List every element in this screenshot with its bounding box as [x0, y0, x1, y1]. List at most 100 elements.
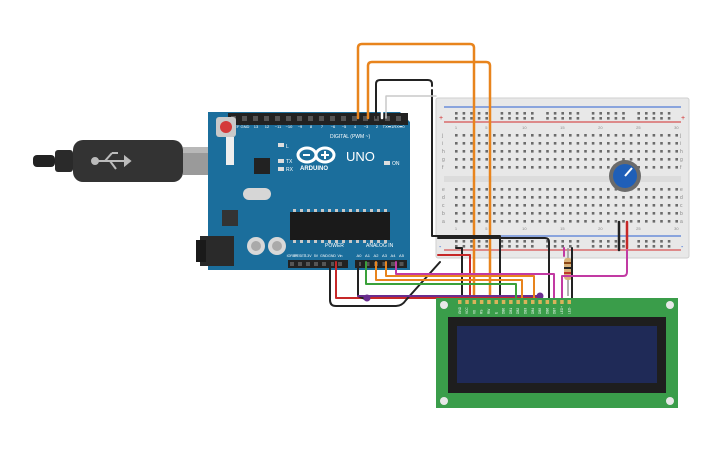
terminal-hole[interactable] [515, 158, 519, 161]
terminal-hole[interactable] [667, 188, 671, 191]
terminal-hole[interactable] [470, 212, 473, 215]
rail-hole[interactable] [607, 245, 610, 248]
terminal-hole[interactable] [485, 196, 488, 199]
terminal-hole[interactable] [637, 158, 640, 161]
wire-white[interactable] [380, 86, 438, 120]
terminal-hole[interactable] [599, 142, 602, 145]
terminal-hole[interactable] [553, 142, 557, 145]
terminal-hole[interactable] [652, 134, 656, 137]
terminal-hole[interactable] [477, 150, 481, 153]
terminal-hole[interactable] [553, 196, 557, 199]
rail-hole[interactable] [553, 117, 557, 120]
terminal-hole[interactable] [667, 134, 671, 137]
rail-hole[interactable] [652, 240, 656, 243]
rail-hole[interactable] [523, 245, 526, 248]
reset-button-icon[interactable] [220, 121, 232, 133]
rail-hole[interactable] [660, 245, 663, 248]
terminal-hole[interactable] [546, 212, 549, 215]
terminal-hole[interactable] [523, 204, 526, 207]
terminal-hole[interactable] [500, 212, 504, 215]
analog-header[interactable] [355, 260, 407, 268]
power-pin-hole[interactable] [298, 262, 302, 266]
terminal-hole[interactable] [599, 188, 602, 191]
terminal-hole[interactable] [508, 196, 511, 199]
terminal-hole[interactable] [561, 150, 564, 153]
terminal-hole[interactable] [629, 196, 633, 199]
terminal-hole[interactable] [591, 220, 595, 223]
terminal-hole[interactable] [607, 196, 610, 199]
terminal-hole[interactable] [508, 204, 511, 207]
terminal-hole[interactable] [523, 142, 526, 145]
terminal-hole[interactable] [569, 220, 572, 223]
terminal-hole[interactable] [675, 142, 678, 145]
terminal-hole[interactable] [477, 188, 481, 191]
terminal-hole[interactable] [660, 134, 663, 137]
rail-hole[interactable] [599, 117, 602, 120]
rail-hole[interactable] [508, 117, 511, 120]
terminal-hole[interactable] [561, 158, 564, 161]
rail-hole[interactable] [576, 112, 580, 115]
terminal-hole[interactable] [584, 134, 587, 137]
terminal-hole[interactable] [584, 150, 587, 153]
terminal-hole[interactable] [500, 134, 504, 137]
rail-hole[interactable] [531, 117, 534, 120]
analog-pin-hole[interactable] [365, 262, 370, 266]
terminal-hole[interactable] [660, 188, 663, 191]
analog-pin-hole[interactable] [391, 262, 395, 266]
lcd-pin[interactable] [509, 300, 513, 304]
terminal-hole[interactable] [523, 188, 526, 191]
rail-hole[interactable] [607, 112, 610, 115]
terminal-hole[interactable] [622, 150, 625, 153]
terminal-hole[interactable] [538, 158, 542, 161]
terminal-hole[interactable] [645, 142, 648, 145]
terminal-hole[interactable] [607, 166, 610, 169]
terminal-hole[interactable] [599, 204, 602, 207]
terminal-hole[interactable] [500, 204, 504, 207]
rail-hole[interactable] [614, 240, 618, 243]
rail-hole[interactable] [637, 117, 640, 120]
terminal-hole[interactable] [660, 150, 663, 153]
power-pin-hole[interactable] [314, 262, 318, 266]
rail-hole[interactable] [637, 245, 640, 248]
terminal-hole[interactable] [622, 204, 625, 207]
terminal-hole[interactable] [607, 204, 610, 207]
digital-pin-hole[interactable] [396, 116, 401, 121]
rail-hole[interactable] [667, 117, 671, 120]
rail-hole[interactable] [622, 245, 625, 248]
terminal-hole[interactable] [485, 188, 488, 191]
terminal-hole[interactable] [493, 204, 496, 207]
terminal-hole[interactable] [637, 142, 640, 145]
rail-hole[interactable] [599, 112, 602, 115]
terminal-hole[interactable] [553, 188, 557, 191]
lcd-pin[interactable] [523, 300, 528, 304]
terminal-hole[interactable] [675, 188, 678, 191]
terminal-hole[interactable] [660, 220, 663, 223]
terminal-hole[interactable] [637, 196, 640, 199]
power-pin-hole[interactable] [322, 262, 326, 266]
terminal-hole[interactable] [660, 166, 663, 169]
terminal-hole[interactable] [576, 142, 580, 145]
lcd-pin[interactable] [501, 300, 506, 304]
terminal-hole[interactable] [455, 204, 458, 207]
rail-hole[interactable] [546, 245, 549, 248]
terminal-hole[interactable] [645, 166, 648, 169]
terminal-hole[interactable] [622, 220, 625, 223]
terminal-hole[interactable] [660, 158, 663, 161]
terminal-hole[interactable] [569, 204, 572, 207]
terminal-hole[interactable] [652, 188, 656, 191]
terminal-hole[interactable] [561, 166, 564, 169]
terminal-hole[interactable] [485, 158, 488, 161]
terminal-hole[interactable] [485, 212, 488, 215]
terminal-hole[interactable] [508, 188, 511, 191]
terminal-hole[interactable] [667, 196, 671, 199]
rail-hole[interactable] [485, 112, 488, 115]
terminal-hole[interactable] [569, 188, 572, 191]
rail-hole[interactable] [576, 117, 580, 120]
terminal-hole[interactable] [652, 196, 656, 199]
rail-hole[interactable] [637, 240, 640, 243]
terminal-hole[interactable] [493, 150, 496, 153]
lcd-pin[interactable] [545, 300, 550, 304]
rail-hole[interactable] [667, 240, 671, 243]
rail-hole[interactable] [470, 240, 473, 243]
terminal-hole[interactable] [470, 150, 473, 153]
